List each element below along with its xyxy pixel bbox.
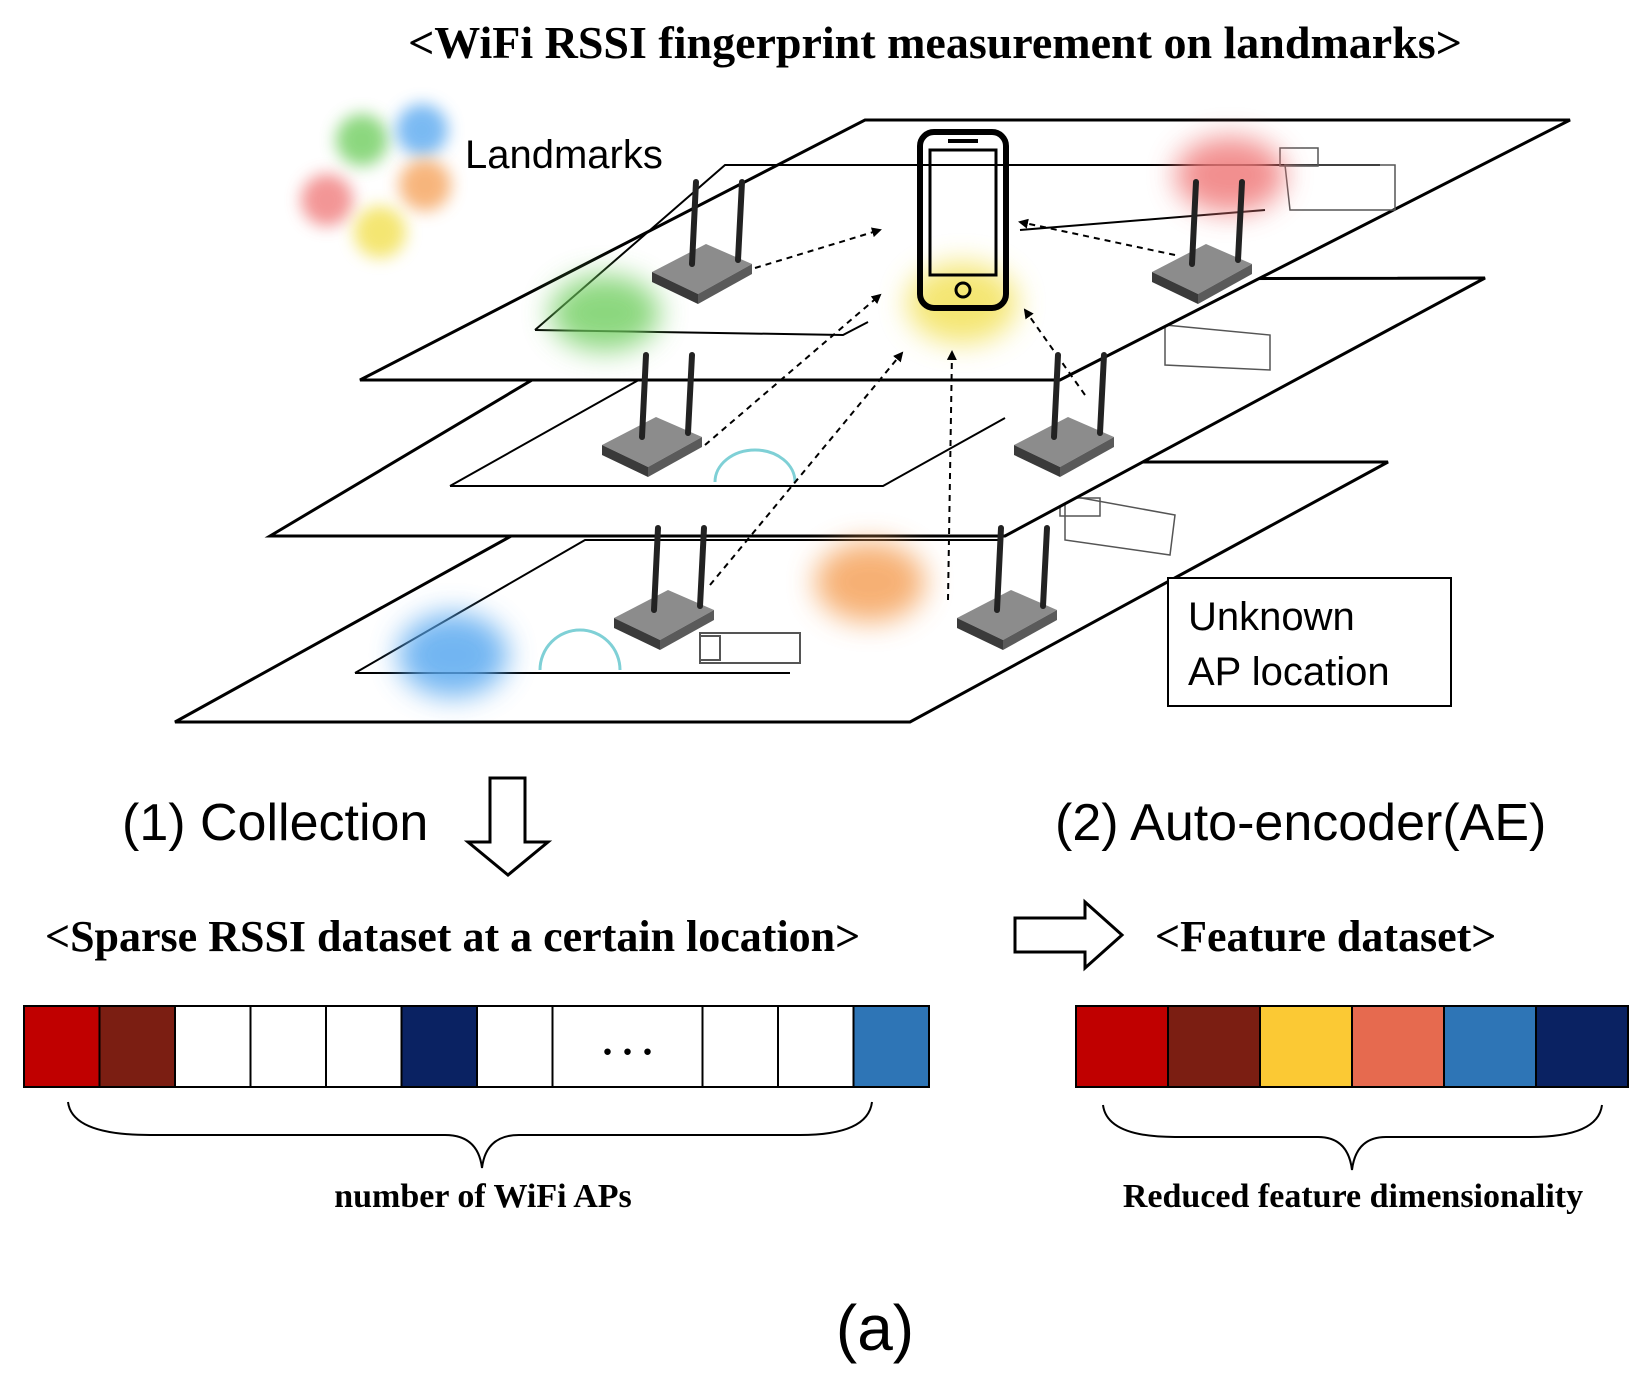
step-autoencoder: (2) Auto-encoder(AE) [1055,794,1546,852]
vector-cell [551,1005,704,1088]
smartphone-icon [917,129,1009,311]
signal-arrows [704,218,1176,601]
landmark-green [550,275,660,351]
figure-caption: (a) [836,1292,914,1364]
vector-cell [98,1005,176,1088]
sparse-brace-label: number of WiFi APs [334,1178,632,1215]
vector-cell [1443,1005,1537,1088]
landmark-yellow [907,263,1017,343]
unknown-ap-line2: AP location [1188,650,1390,694]
vector-cell [1351,1005,1445,1088]
signal-arrow-6 [946,350,957,601]
vector-cell [777,1005,855,1088]
vector-cell [1075,1005,1169,1088]
sparse-dataset-title: <Sparse RSSI dataset at a certain locati… [45,912,860,961]
vector-cell [852,1005,930,1088]
feature-dataset-title: <Feature dataset> [1155,912,1496,961]
diagram-title: <WiFi RSSI fingerprint measurement on la… [408,17,1462,68]
landmark-orange [815,542,925,622]
vector-cell [476,1005,554,1088]
vector-cell [325,1005,403,1088]
vector-cell [249,1005,327,1088]
signal-arrow-2 [1018,218,1176,256]
vector-cell [400,1005,478,1088]
vector-cell [174,1005,252,1088]
legend-green-blob [336,114,388,166]
down-arrow-icon [463,776,553,877]
landmark-blue [398,613,508,697]
vector-cell [1259,1005,1353,1088]
vector-cell [701,1005,779,1088]
vector-cell [1535,1005,1629,1088]
step-collection: (1) Collection [122,794,428,852]
feature-brace [1102,1104,1603,1171]
sparse-dataset-vector: . . . [23,1005,930,1088]
feature-brace-label: Reduced feature dimensionality [1123,1178,1583,1215]
vector-cell [23,1005,101,1088]
signal-arrow-3 [704,293,882,446]
legend-orange-blob [399,159,451,211]
landmark-blobs [398,137,1285,697]
right-arrow-icon [1013,898,1125,972]
landmark-red [1175,137,1285,213]
unknown-ap-box: Unknown AP location [1167,577,1452,707]
landmarks-label: Landmarks [465,133,663,177]
unknown-ap-line1: Unknown [1188,595,1355,639]
sparse-brace [67,1101,873,1169]
legend-yellow-blob [354,206,406,258]
legend-blue-blob [396,104,448,156]
feature-dataset-vector [1075,1005,1629,1088]
vector-cell [1167,1005,1261,1088]
legend-red-blob [301,174,353,226]
landmarks-legend: Landmarks [301,104,663,258]
ellipsis-label: . . . [603,1019,653,1064]
